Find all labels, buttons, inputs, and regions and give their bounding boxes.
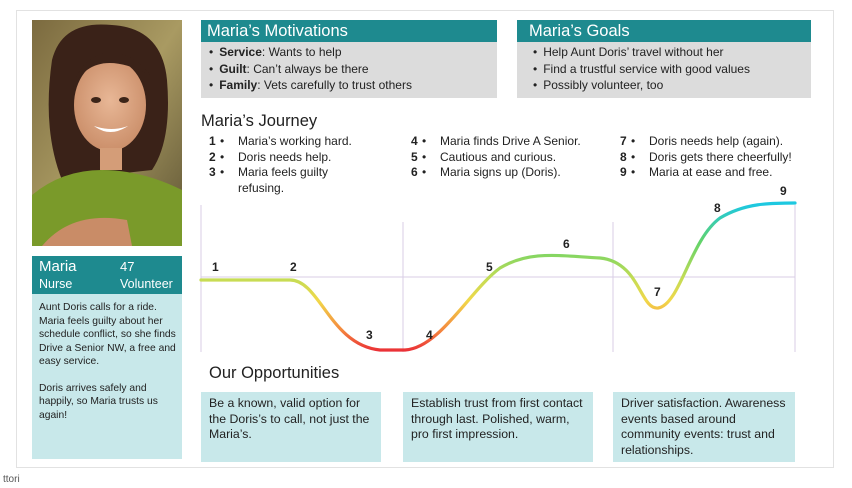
opportunity-card: Driver satisfaction. Awareness events ba… [613, 392, 795, 462]
opportunity-card: Be a known, valid option for the Doris’s… [201, 392, 381, 462]
journey-steps-col-1: 1•Maria’s working hard. 2•Doris needs he… [209, 134, 358, 196]
journey-step: 7•Doris needs help (again). [620, 134, 784, 148]
persona-story: Aunt Doris calls for a ride. Maria feels… [32, 294, 182, 459]
emotion-curve [199, 201, 797, 352]
persona-photo [32, 20, 182, 246]
journey-title: Maria’s Journey [201, 112, 318, 130]
curve-marker: 1 [212, 260, 219, 274]
goal-item: Find a trustful service with good values [533, 61, 811, 78]
journey-step: 8•Doris gets there cheerfully! [620, 149, 792, 164]
persona-name: Maria [39, 258, 77, 275]
curve-marker: 5 [486, 260, 493, 274]
curve-marker: 8 [714, 201, 721, 215]
goal-item: Help Aunt Doris’ travel without her [533, 44, 811, 61]
story-paragraph: Aunt Doris calls for a ride. Maria feels… [39, 302, 176, 367]
persona-age: 47 [120, 259, 135, 274]
journey-step: 9•Maria at ease and free. [620, 165, 773, 179]
journey-step: 3•Maria feels guilty refusing. [209, 165, 329, 195]
opportunity-card: Establish trust from first contact throu… [403, 392, 593, 462]
persona-occupation: Nurse [39, 277, 73, 291]
curve-marker: 3 [366, 328, 373, 342]
goal-item: Possibly volunteer, too [533, 77, 811, 94]
goals-title: Maria’s Goals [517, 20, 811, 42]
journey-step: 4•Maria finds Drive A Senior. [411, 134, 581, 148]
stray-text: ttori [3, 474, 20, 485]
goals-card: Help Aunt Doris’ travel without her Find… [517, 42, 811, 98]
curve-marker: 9 [780, 184, 787, 198]
curve-marker: 6 [563, 237, 570, 251]
journey-steps-col-2: 4•Maria finds Drive A Senior. 5•Cautious… [411, 134, 581, 181]
motivations-title: Maria’s Motivations [201, 20, 497, 42]
journey-step: 6•Maria signs up (Doris). [411, 165, 561, 179]
motivation-item: Service: Wants to help [209, 44, 497, 61]
journey-steps-col-3: 7•Doris needs help (again). 8•Doris gets… [620, 134, 792, 181]
curve-marker: 7 [654, 285, 661, 299]
curve-marker: 2 [290, 260, 297, 274]
persona-name-box: Maria 47 Nurse Volunteer [32, 256, 182, 294]
persona-role: Volunteer [120, 277, 173, 291]
journey-step: 5•Cautious and curious. [411, 149, 557, 164]
motivations-card: Service: Wants to help Guilt: Can’t alwa… [201, 42, 497, 98]
story-paragraph: Doris arrives safely and happily, so Mar… [39, 382, 158, 421]
curve-marker: 4 [426, 328, 433, 342]
motivation-item: Family: Vets carefully to trust others [209, 77, 497, 94]
journey-step: 2•Doris needs help. [209, 149, 332, 164]
opportunities-title: Our Opportunities [209, 364, 340, 382]
journey-step: 1•Maria’s working hard. [209, 134, 352, 148]
motivation-item: Guilt: Can’t always be there [209, 61, 497, 78]
